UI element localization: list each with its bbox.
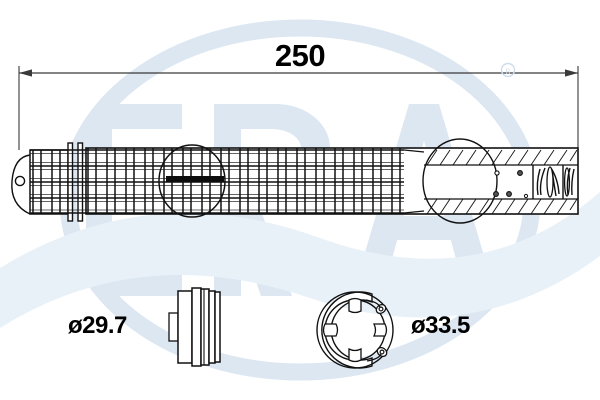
main-assembly-side-view xyxy=(11,138,579,224)
cartridge-seat-bar xyxy=(166,176,224,182)
cartridge-ribs xyxy=(191,287,221,367)
dimension-arrow-right xyxy=(565,69,578,77)
snap-ring-lug-arms xyxy=(365,299,382,362)
clip-slot-outline-2 xyxy=(563,167,571,197)
section-hatch-bottom xyxy=(426,198,578,215)
overall-length-label: 250 xyxy=(274,38,326,73)
valve-block-dividers xyxy=(532,165,564,199)
snap-ring-detail xyxy=(316,291,394,369)
fastener-holes xyxy=(493,170,529,199)
end-cap-bore-outline xyxy=(422,138,498,224)
clip-slot-outline xyxy=(546,166,554,198)
watermark-swoosh xyxy=(0,192,600,328)
desiccant-cartridge-detail xyxy=(168,287,221,367)
snap-ring-notches xyxy=(322,297,388,363)
cartridge-diameter-label: ø29.7 xyxy=(68,312,127,339)
svg-text:R: R xyxy=(505,67,511,76)
registered-mark-icon: R xyxy=(500,62,516,78)
section-hatch-top xyxy=(426,149,578,166)
snap-ring-body xyxy=(321,291,373,369)
cartridge-bore-outline xyxy=(158,144,226,218)
snap-ring-eyelets xyxy=(375,303,388,358)
dimension-arrow-left xyxy=(19,69,32,77)
taper-lines xyxy=(403,149,425,214)
snap-ring-outer-circle xyxy=(316,291,394,369)
snap-ring-diameter-label: ø33.5 xyxy=(411,312,470,339)
mounting-bracket xyxy=(11,154,31,215)
right-end-cap xyxy=(403,138,578,224)
watermark-letter-a xyxy=(352,104,496,296)
dimension-250-group xyxy=(18,66,579,150)
mounting-hole-icon xyxy=(14,175,26,187)
